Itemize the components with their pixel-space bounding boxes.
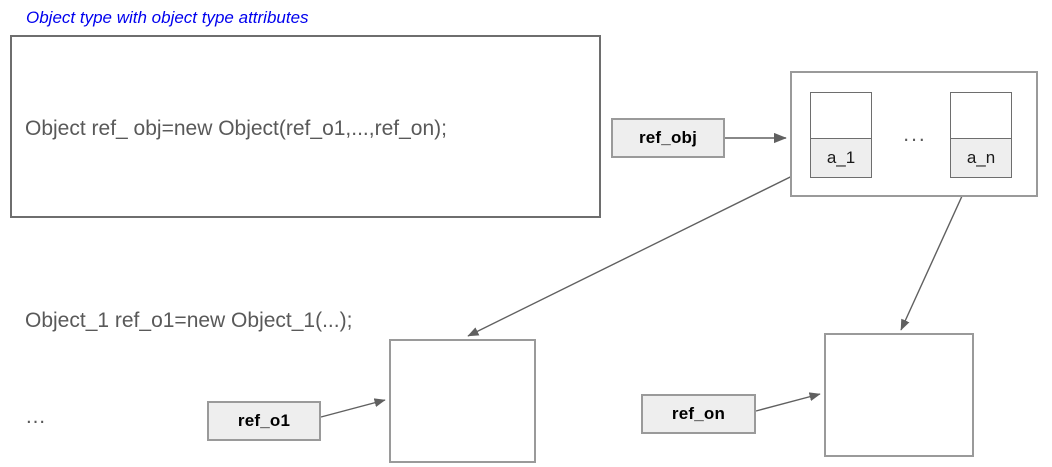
code-block-lines: Object ref_ obj=new Object(ref_o1,...,re… [25,49,593,467]
attribute-cell-a1-label: a_1 [811,139,871,177]
code-line: Object_1 ref_o1=new Object_1(...); [25,309,353,332]
code-line-blank [25,209,593,241]
attribute-cell-an-slot [951,93,1011,139]
diagram-caption: Object type with object type attributes [26,8,309,27]
ref-o1-label: ref_o1 [207,401,321,441]
object-box-o1 [389,339,536,463]
ref-obj-label: ref_obj [611,118,725,158]
code-line-ellipsis: … [25,405,46,428]
object-box-main: a_1 ... a_n [790,71,1038,197]
ref-on-label: ref_on [641,394,756,434]
attribute-cell-an: a_n [950,92,1012,178]
attribute-cell-a1-slot [811,93,871,139]
attribute-cell-a1: a_1 [810,92,872,178]
object-box-on [824,333,974,457]
code-line: Object ref_ obj=new Object(ref_o1,...,re… [25,117,447,140]
edge-ref-on-to-object [755,392,821,412]
attributes-ellipsis: ... [903,123,927,146]
attribute-cell-an-label: a_n [951,139,1011,177]
code-block: Object ref_ obj=new Object(ref_o1,...,re… [10,35,601,428]
